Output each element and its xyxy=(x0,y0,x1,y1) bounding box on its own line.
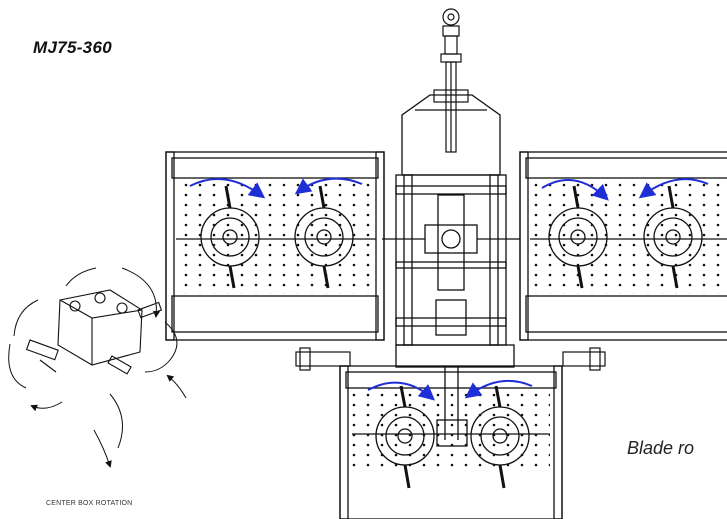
bottom-deck-rotation-arrow-2 xyxy=(464,379,533,399)
blade-rotation-note: Blade ro xyxy=(627,438,695,458)
left-deck-rotation-arrow-1 xyxy=(189,177,266,199)
hitch-assembly xyxy=(433,8,469,153)
right-deck xyxy=(519,151,727,341)
center-gearbox-icon xyxy=(25,289,163,375)
left-deck xyxy=(165,151,385,341)
left-deck-rotation-arrow-2 xyxy=(294,177,363,195)
center-box-caption: CENTER BOX ROTATION xyxy=(46,500,133,507)
bottom-deck-rotation-arrow-1 xyxy=(367,381,436,401)
right-deck-rotation-arrow-2 xyxy=(638,178,709,199)
model-label: MJ75-360 xyxy=(33,38,112,57)
right-deck-rotation-arrow-1 xyxy=(541,179,609,201)
side-linkage xyxy=(295,347,606,371)
center-gearbox-rotation-arrows xyxy=(8,267,187,468)
bottom-deck xyxy=(339,365,563,519)
